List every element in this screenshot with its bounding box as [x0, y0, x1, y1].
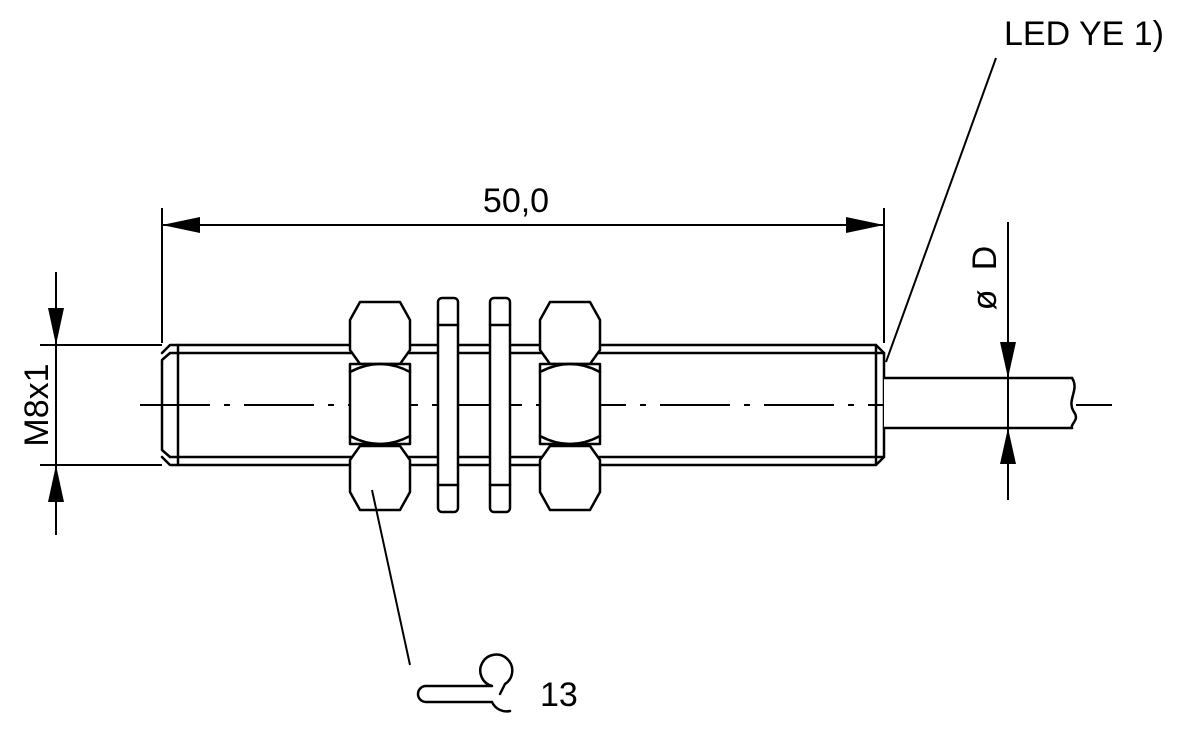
sensor-body	[160, 343, 886, 467]
diameter-symbol: ø	[966, 290, 1004, 311]
wrench-size-label: 13	[540, 676, 578, 714]
cable-diameter-label: D	[966, 246, 1004, 271]
washer-right	[488, 296, 512, 514]
thread-dimension-label: M8x1	[18, 363, 56, 446]
cable	[882, 376, 1078, 430]
hex-nut-left	[348, 300, 412, 512]
wrench-callout: 13	[371, 489, 578, 714]
hex-nut-right	[538, 300, 602, 512]
wrench-icon	[416, 653, 514, 713]
thread-dimension: M8x1	[18, 272, 162, 535]
cable-diameter-dimension: ø D	[966, 222, 1016, 500]
led-callout: LED YE 1)	[885, 15, 1164, 363]
washer-left	[436, 296, 460, 514]
length-dimension-label: 50,0	[483, 182, 549, 220]
length-dimension: 50,0	[161, 182, 885, 343]
led-callout-label: LED YE 1)	[1004, 15, 1164, 53]
